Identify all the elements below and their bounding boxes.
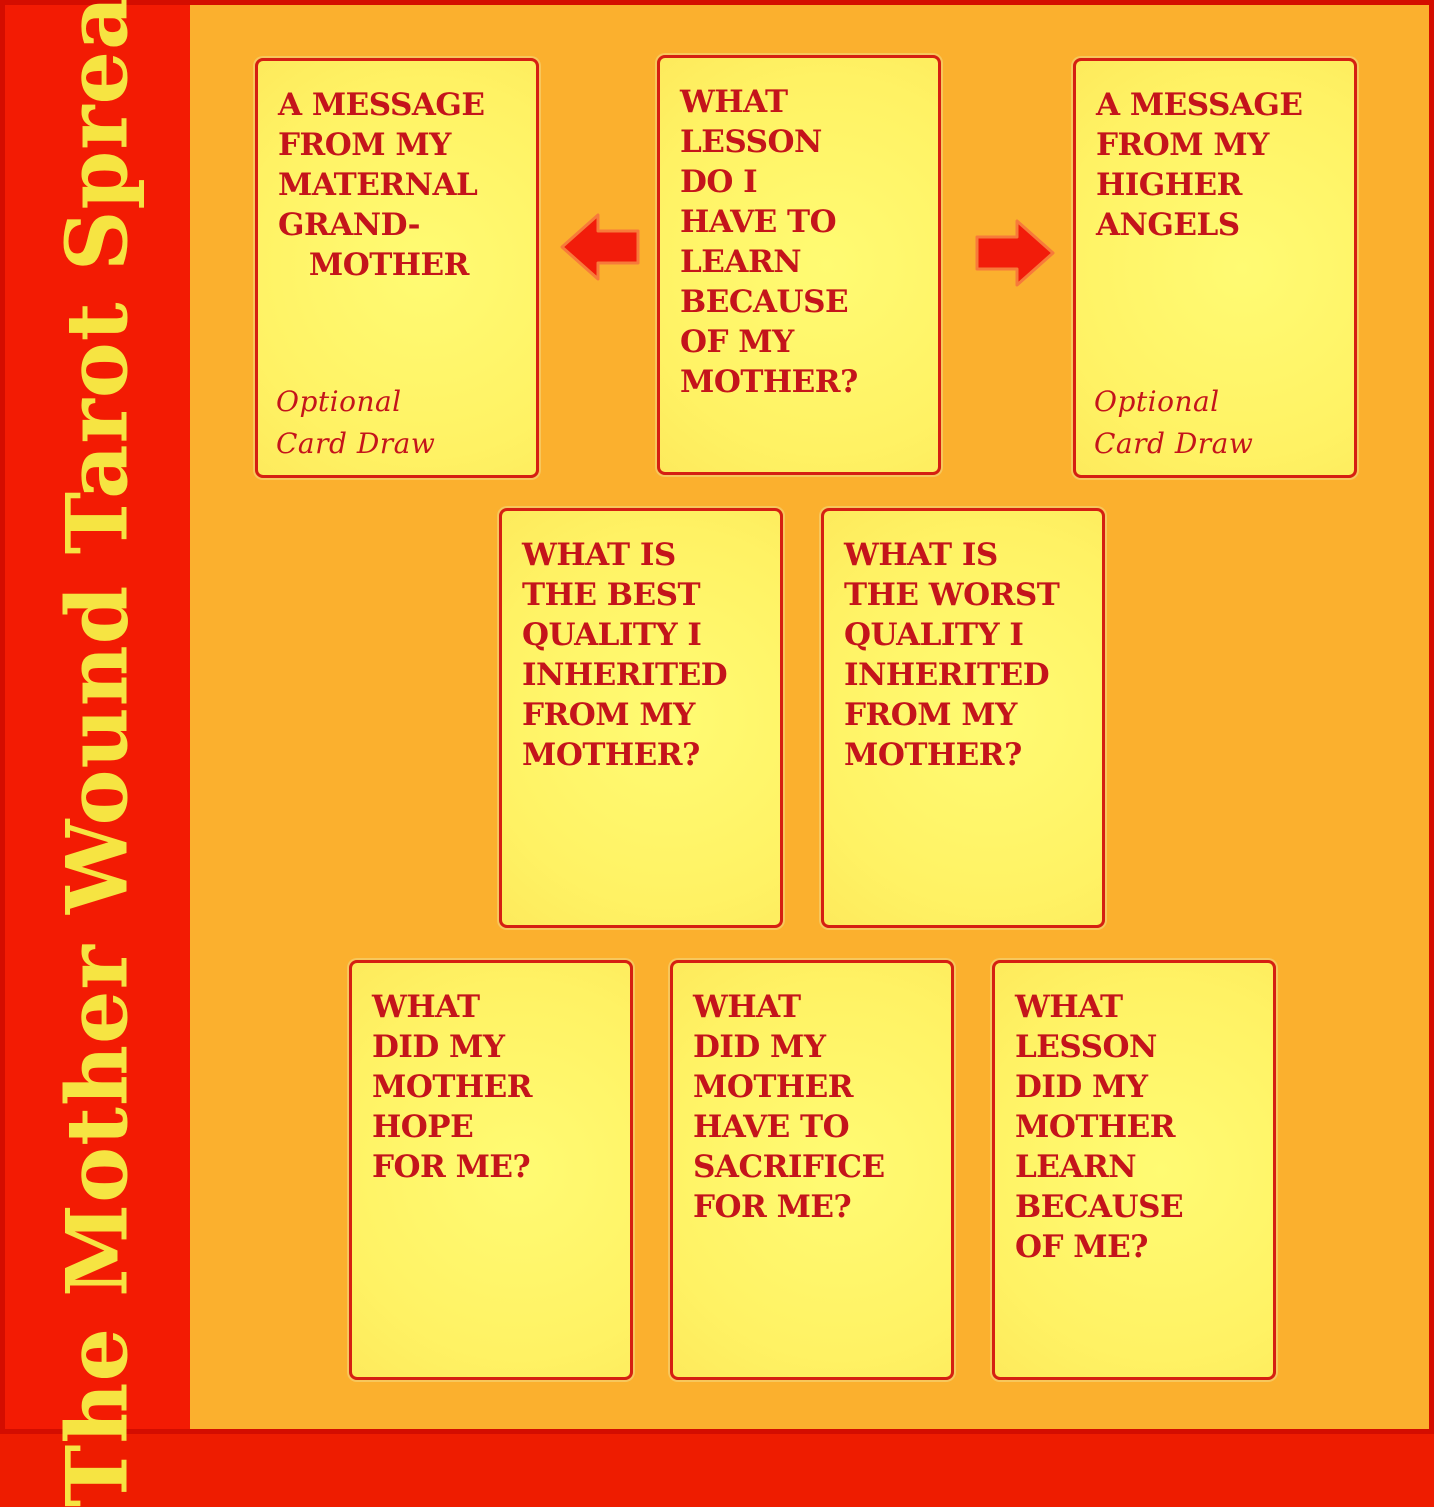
card-question: A MESSAGE FROM MY MATERNAL GRAND- MOTHER xyxy=(278,87,485,283)
card-question: WHAT LESSON DO I HAVE TO LEARN BECAUSE O… xyxy=(680,84,858,400)
spread-title: The Mother Wound Tarot Spread xyxy=(47,0,147,1507)
card-higher-angels: A MESSAGE FROM MY HIGHER ANGELS Optional… xyxy=(1073,58,1357,478)
card-worst-quality: WHAT IS THE WORST QUALITY I INHERITED FR… xyxy=(821,508,1105,928)
card-question: WHAT LESSON DID MY MOTHER LEARN BECAUSE … xyxy=(1015,989,1184,1265)
optional-note: Optional Card Draw xyxy=(1094,385,1254,460)
card-lesson-because-of-me: WHAT LESSON DID MY MOTHER LEARN BECAUSE … xyxy=(992,960,1276,1380)
card-mother-hope: WHAT DID MY MOTHER HOPE FOR ME? xyxy=(349,960,633,1380)
card-best-quality: WHAT IS THE BEST QUALITY I INHERITED FRO… xyxy=(499,508,783,928)
left-arrow-icon xyxy=(560,213,640,281)
card-question: WHAT DID MY MOTHER HAVE TO SACRIFICE FOR… xyxy=(693,989,885,1225)
right-arrow-icon xyxy=(975,219,1055,287)
optional-note: Optional Card Draw xyxy=(276,385,436,460)
card-question: WHAT IS THE WORST QUALITY I INHERITED FR… xyxy=(844,537,1060,773)
card-question: WHAT IS THE BEST QUALITY I INHERITED FRO… xyxy=(522,537,728,773)
card-lesson-because-of-mother: WHAT LESSON DO I HAVE TO LEARN BECAUSE O… xyxy=(657,55,941,475)
card-question: A MESSAGE FROM MY HIGHER ANGELS xyxy=(1096,87,1303,243)
title-sidebar: The Mother Wound Tarot Spread xyxy=(5,0,190,1507)
card-maternal-grandmother: A MESSAGE FROM MY MATERNAL GRAND- MOTHER… xyxy=(255,58,539,478)
card-mother-sacrifice: WHAT DID MY MOTHER HAVE TO SACRIFICE FOR… xyxy=(670,960,954,1380)
card-question: WHAT DID MY MOTHER HOPE FOR ME? xyxy=(372,989,533,1185)
